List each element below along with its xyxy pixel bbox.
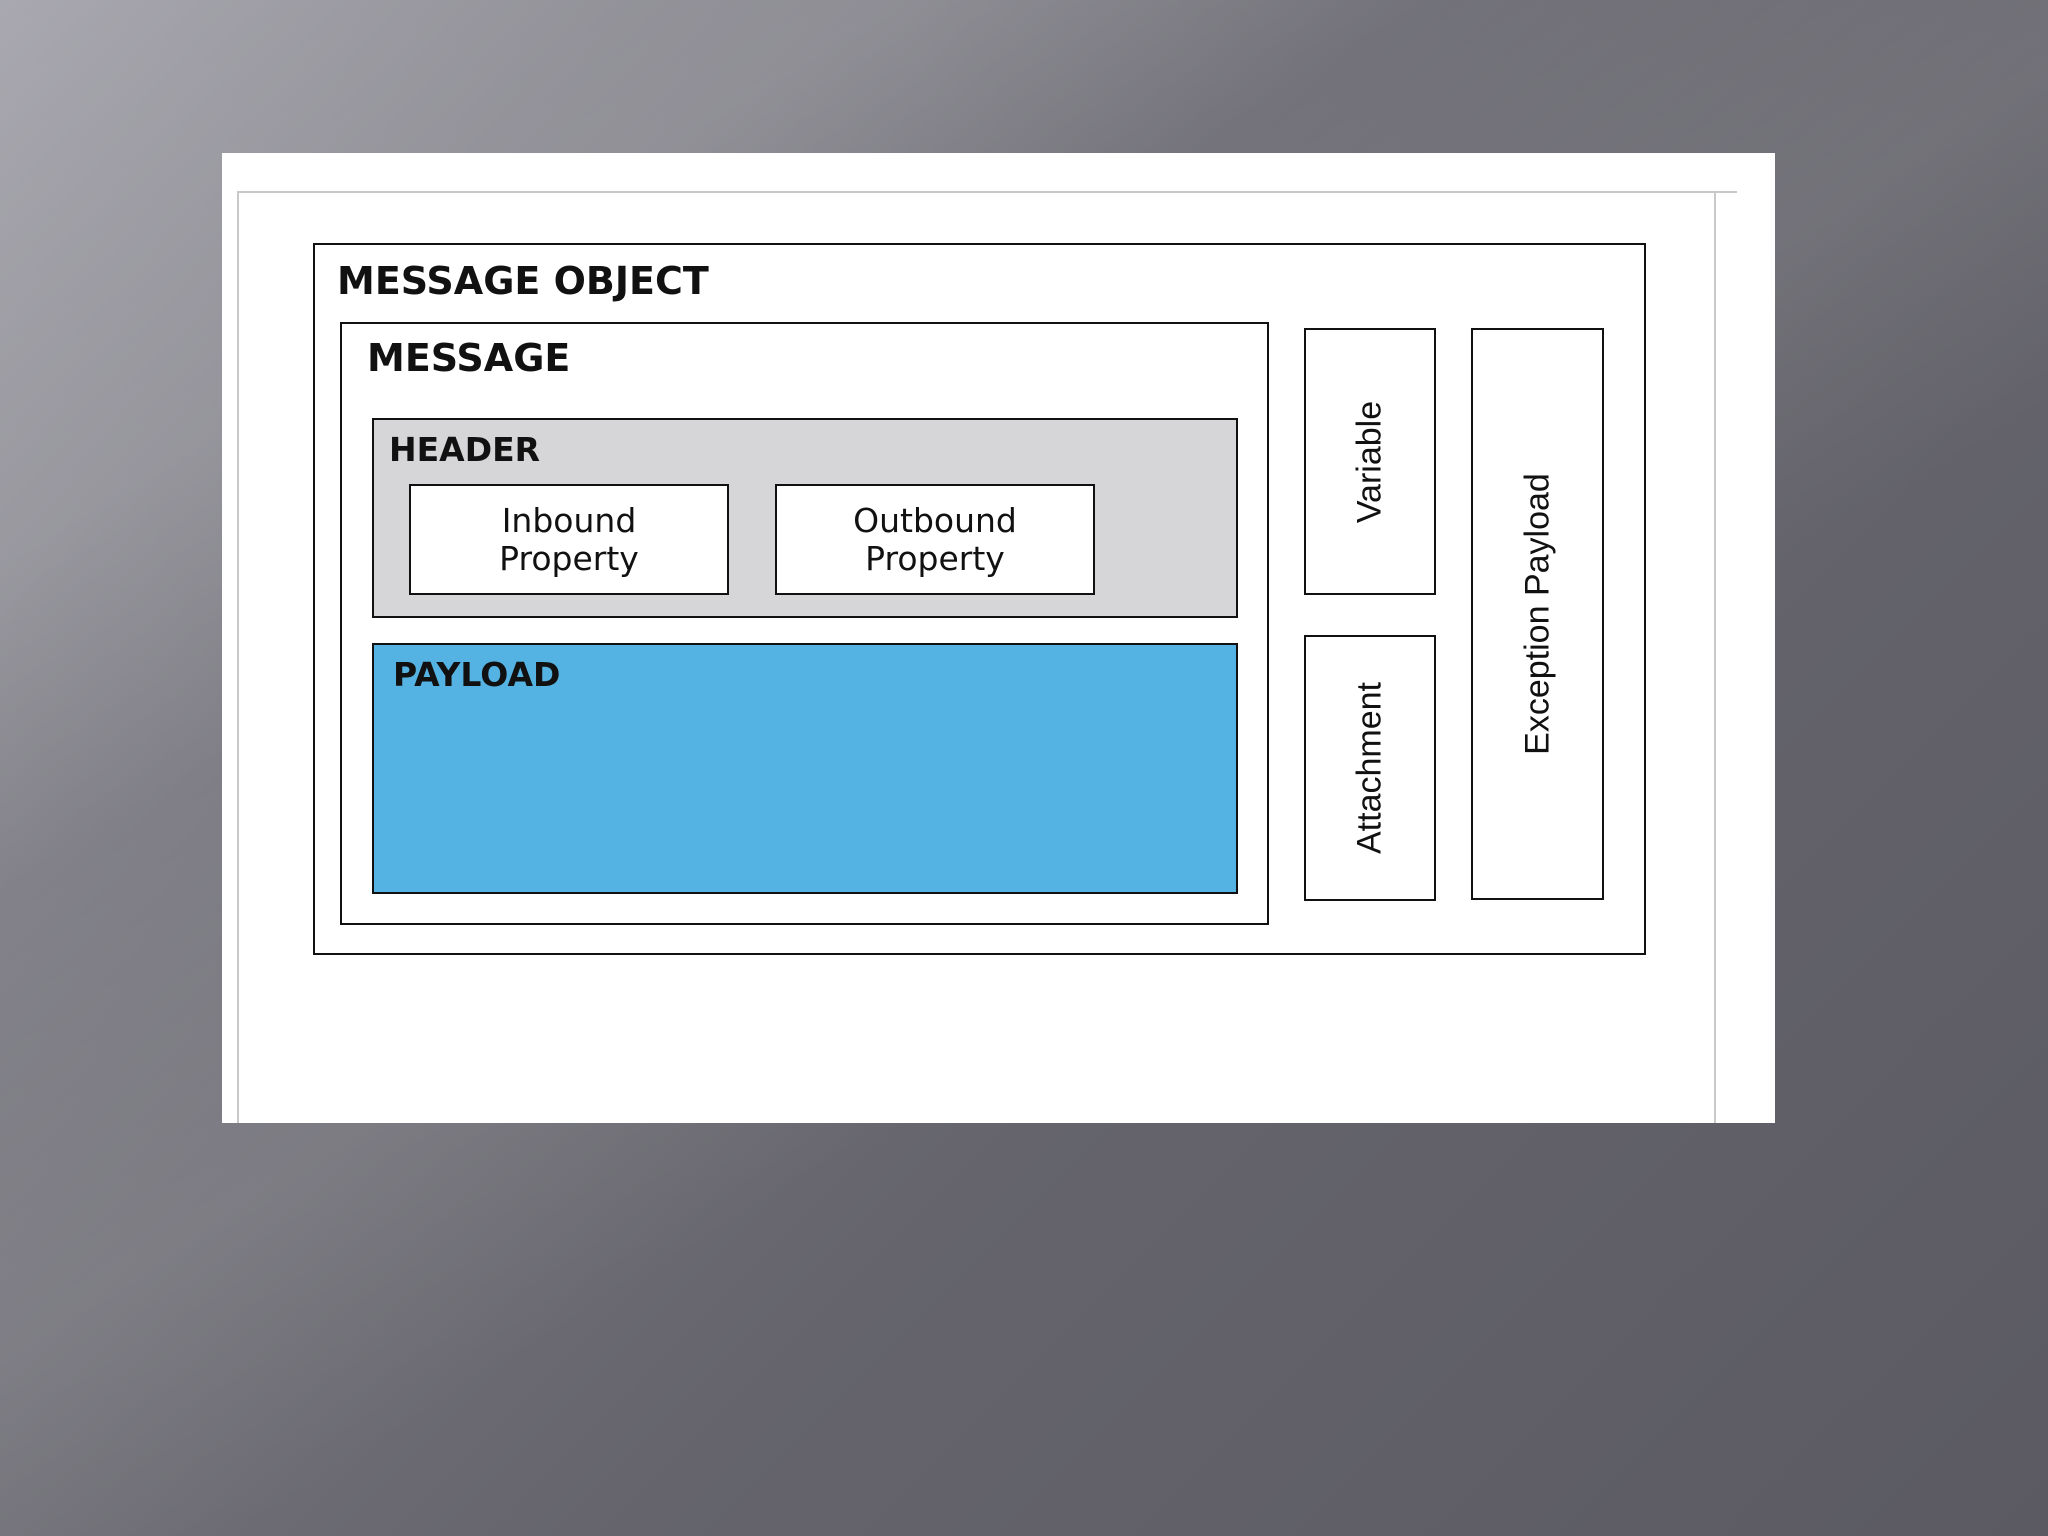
outbound-property-label-line2: Property [865,538,1005,578]
exception-payload-label: Exception Payload [1518,473,1556,755]
outbound-property-label-line1: Outbound [853,500,1017,540]
payload-box: PAYLOAD [372,643,1238,894]
header-box: HEADER Inbound Property Outbound Propert… [372,418,1238,618]
message-object-title: MESSAGE OBJECT [337,259,709,303]
exception-payload-box: Exception Payload [1471,328,1604,900]
message-title: MESSAGE [367,336,571,380]
payload-title: PAYLOAD [393,655,561,694]
attachment-label: Attachment [1350,682,1389,854]
variable-label: Variable [1350,400,1389,523]
variable-box: Variable [1304,328,1436,595]
panel-frame-line [237,191,239,1123]
inbound-property-label-line2: Property [499,538,639,578]
header-title: HEADER [389,430,541,469]
inbound-property-label-line1: Inbound [501,500,637,540]
outbound-property-box: Outbound Property [775,484,1095,595]
inbound-property-box: Inbound Property [409,484,729,595]
panel-frame-line [1714,191,1716,1123]
panel-frame-line [237,191,1737,193]
attachment-box: Attachment [1304,635,1436,901]
